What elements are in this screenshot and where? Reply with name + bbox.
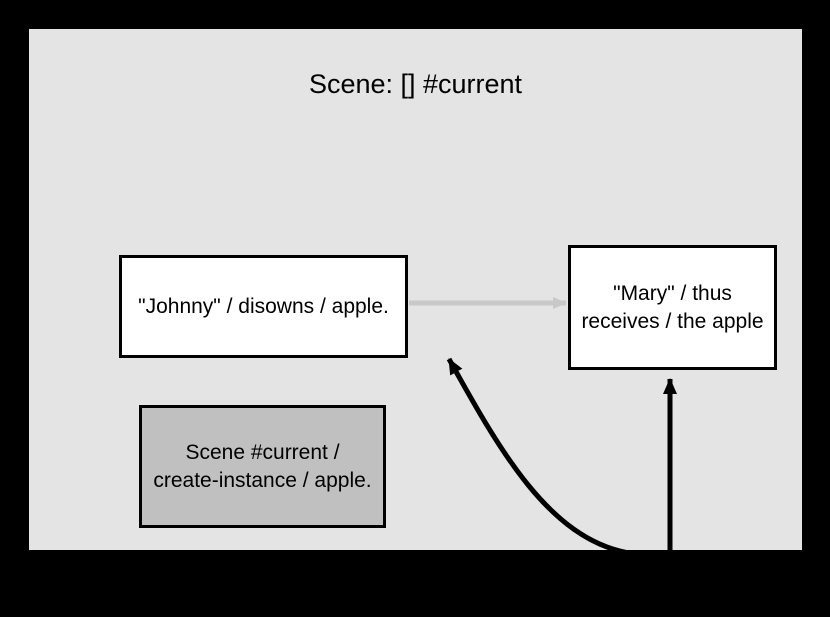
node-scene-instance-label: Scene #current / create-instance / apple… [153, 440, 372, 492]
node-mary[interactable]: "Mary" / thus receives / the apple [568, 245, 777, 370]
node-scene-instance[interactable]: Scene #current / create-instance / apple… [139, 405, 386, 528]
edge-curve-to-johnny [446, 357, 628, 550]
page-title: Scene: [] #current [308, 69, 523, 99]
node-johnny[interactable]: "Johnny" / disowns / apple. [119, 255, 408, 358]
node-mary-label: "Mary" / thus receives / the apple [581, 281, 764, 333]
scene-panel: Scene: [] #current "Johnny" / disowns / … [29, 29, 802, 550]
node-johnny-label: "Johnny" / disowns / apple. [138, 294, 389, 318]
